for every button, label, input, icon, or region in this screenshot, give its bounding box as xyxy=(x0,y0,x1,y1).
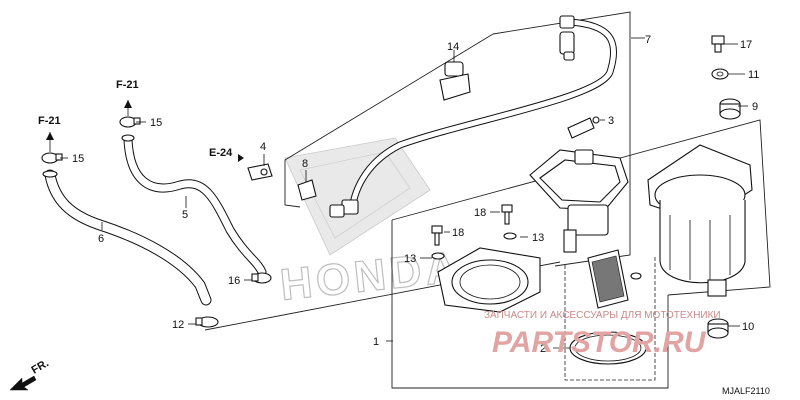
ref-f21-left[interactable]: F-21 xyxy=(38,115,61,127)
fuel-pump-unit[interactable] xyxy=(529,149,629,253)
clip-4[interactable] xyxy=(247,163,273,181)
honda-logo-text: HONDA xyxy=(278,242,463,310)
watermark-text: ЗАПЧАСТИ И АКСЕССУАРЫ ДЛЯ МОТОТЕХНИКИ xyxy=(484,310,721,321)
callout-8: 8 xyxy=(302,158,308,170)
direction-arrow: FR. xyxy=(9,357,51,391)
mounting-plate-1[interactable] xyxy=(437,247,541,313)
callout-17: 17 xyxy=(740,39,752,51)
grommet-10[interactable] xyxy=(707,318,729,339)
callout-13a: 13 xyxy=(404,253,416,265)
connector-3[interactable] xyxy=(567,116,600,139)
callout-2: 2 xyxy=(540,343,546,355)
clamp-16[interactable] xyxy=(251,272,272,284)
strainer-filter[interactable] xyxy=(587,249,642,309)
callout-7: 7 xyxy=(645,34,651,46)
tube-5[interactable] xyxy=(121,134,267,277)
fr-label: FR. xyxy=(30,357,51,376)
bolt-18a[interactable] xyxy=(431,225,443,246)
hose-clamp-14[interactable] xyxy=(439,56,471,101)
strainer-box xyxy=(564,255,656,381)
fr-arrow-icon xyxy=(9,375,37,391)
clamp-15-left[interactable] xyxy=(41,152,63,164)
fuel-hose-7[interactable] xyxy=(329,15,618,218)
callout-16: 16 xyxy=(228,275,240,287)
main-box-left xyxy=(391,220,669,389)
callout-13b: 13 xyxy=(532,232,544,244)
callout-15a: 15 xyxy=(150,117,162,129)
washer-13b[interactable] xyxy=(503,232,517,240)
section-ref-arrows xyxy=(46,100,244,162)
fuel-pump-body[interactable] xyxy=(647,144,753,297)
washer-11[interactable] xyxy=(711,68,729,80)
callout-10: 10 xyxy=(742,321,754,333)
callout-11: 11 xyxy=(748,69,759,81)
callout-14: 14 xyxy=(447,41,459,53)
callout-4: 4 xyxy=(260,141,266,153)
bolt-18b[interactable] xyxy=(501,204,513,225)
callout-18a: 18 xyxy=(452,227,464,239)
callout-1: 1 xyxy=(373,336,379,348)
callout-3: 3 xyxy=(608,115,614,127)
ref-e24[interactable]: E-24 xyxy=(209,147,233,159)
clamp-15-top[interactable] xyxy=(119,116,141,128)
callout-9: 9 xyxy=(752,101,758,113)
callout-15b: 15 xyxy=(72,153,84,165)
drawing-code: MJALF2110 xyxy=(722,386,770,396)
callout-6: 6 xyxy=(98,233,104,245)
watermark-brand: PARTSTOR.RU xyxy=(492,326,707,359)
callout-5: 5 xyxy=(182,209,188,221)
hose-joint xyxy=(559,31,575,61)
grommet-9[interactable] xyxy=(719,98,741,120)
clamp-12[interactable] xyxy=(195,316,219,328)
bolt-17[interactable] xyxy=(711,35,725,53)
washer-13a[interactable] xyxy=(431,252,445,260)
bracket-8[interactable] xyxy=(297,179,317,201)
callout-18b: 18 xyxy=(474,207,486,219)
tube-6[interactable] xyxy=(42,169,212,306)
callout-12: 12 xyxy=(172,319,184,331)
ref-f21-top[interactable]: F-21 xyxy=(116,79,139,91)
left-assembly-outline xyxy=(284,33,494,208)
